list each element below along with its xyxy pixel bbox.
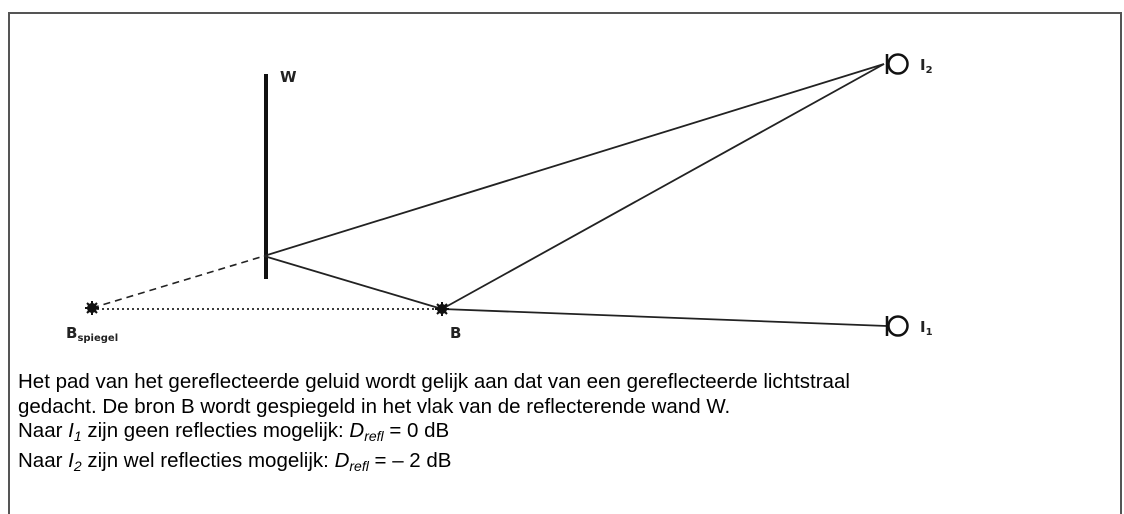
receiver-I2-marker [885, 53, 909, 75]
receiver-I2-label-sub: 2 [925, 65, 933, 76]
caption-line-3-suffix: = 0 dB [383, 419, 450, 442]
incident-ray [263, 255, 443, 310]
caption-line-3-d: D [349, 419, 365, 442]
reflected-ray-to-I2 [263, 63, 885, 257]
caption: Het pad van het gereflecteerde geluid wo… [18, 370, 1108, 478]
caption-line-1: Het pad van het gereflecteerde geluid wo… [18, 370, 850, 393]
mirror-source-label-main: B [66, 324, 78, 342]
reflection-diagram [85, 53, 909, 337]
receiver-I2-label-main: I [920, 56, 926, 74]
caption-line-4-d-sub: refl [349, 457, 369, 474]
caption-line-4-prefix: Naar [18, 448, 69, 472]
mirror-ray-dashed [91, 255, 265, 309]
caption-line-3-d-sub: refl [364, 428, 384, 444]
receiver-I1-label-sub: 1 [925, 327, 933, 338]
caption-line-4: Naar I2 zijn wel reflecties mogelijk: Dr… [18, 449, 1108, 479]
caption-line-3: Naar I1 zijn geen reflecties mogelijk: D… [18, 419, 1108, 449]
mirror-source-label-sub: spiegel [77, 333, 119, 344]
figure-frame [8, 12, 1122, 514]
caption-line-4-var-sub: 2 [73, 457, 82, 474]
caption-line-4-middle: zijn wel reflecties mogelijk: [81, 448, 335, 472]
mirror-source-label: Bspiegel [66, 326, 118, 344]
receiver-I2-label: I2 [920, 58, 933, 76]
source-label: B [450, 324, 462, 342]
caption-line-3-var: I [68, 419, 74, 442]
caption-line-4-d: D [334, 448, 350, 472]
caption-line-2: gedacht. De bron B wordt gespiegeld in h… [18, 394, 731, 418]
receiver-I1-label: I1 [920, 320, 933, 338]
caption-line-4-var: I [68, 448, 74, 472]
direct-ray-to-I2 [441, 63, 885, 310]
receiver-I1-label-main: I [920, 318, 926, 336]
source-marker [435, 302, 449, 316]
wall-label: W [280, 68, 297, 86]
caption-line-4-suffix: = – 2 dB [368, 448, 452, 472]
direct-ray-to-I1 [441, 308, 888, 327]
mirror-source-marker [85, 301, 99, 315]
caption-line-3-var-sub: 1 [73, 428, 82, 444]
caption-line-3-prefix: Naar [18, 419, 69, 442]
caption-line-3-middle: zijn geen reflecties mogelijk: [81, 419, 350, 442]
receiver-I1-marker [885, 315, 909, 337]
